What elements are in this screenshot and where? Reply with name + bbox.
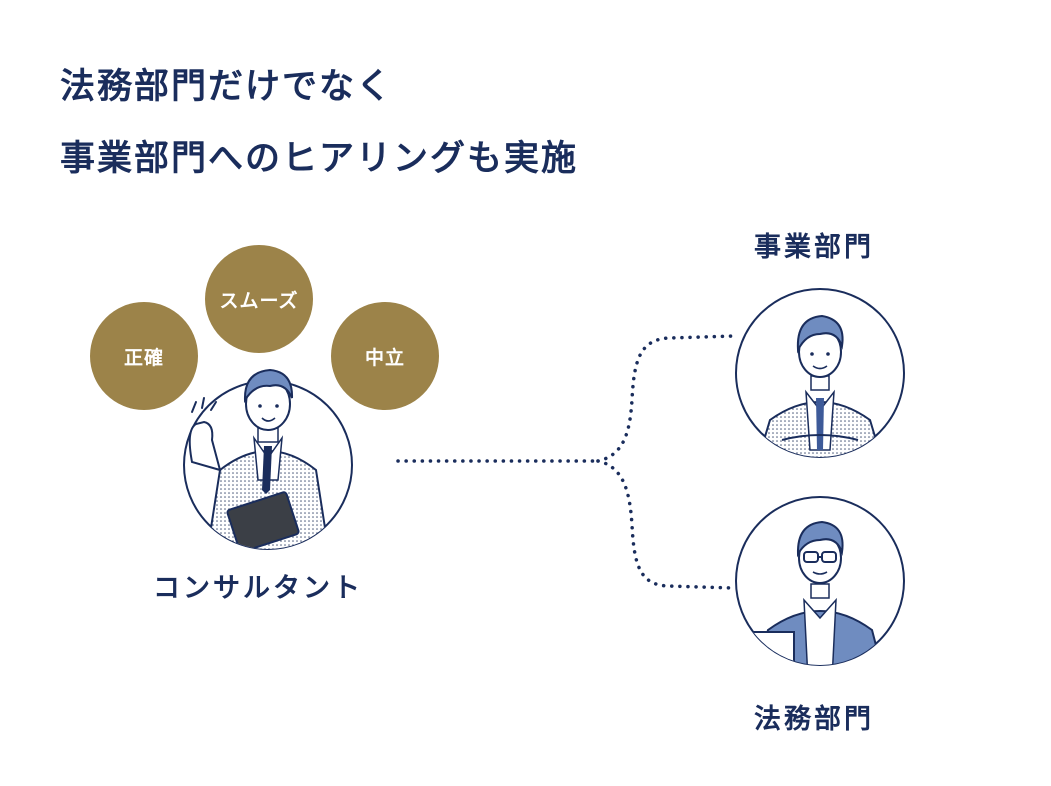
business-avatar: [735, 288, 905, 458]
trait-badge-smooth: スムーズ: [205, 245, 313, 353]
legal-avatar: [735, 496, 905, 666]
connector-lines: [396, 334, 735, 590]
heading-line-2: 事業部門へのヒアリングも実施: [60, 139, 579, 179]
connector-branch-top: [596, 334, 735, 463]
trait-badge-neutral: 中立: [331, 302, 439, 410]
connector-branch-bottom: [596, 459, 735, 590]
business-department-label: 事業部門: [754, 232, 874, 263]
trait-badge-accurate: 正確: [90, 302, 198, 410]
consultant-label: コンサルタント: [153, 573, 363, 604]
consultant-avatar: [183, 368, 353, 550]
legal-department-label: 法務部門: [754, 704, 874, 735]
heading-line-1: 法務部門だけでなく: [60, 67, 394, 107]
